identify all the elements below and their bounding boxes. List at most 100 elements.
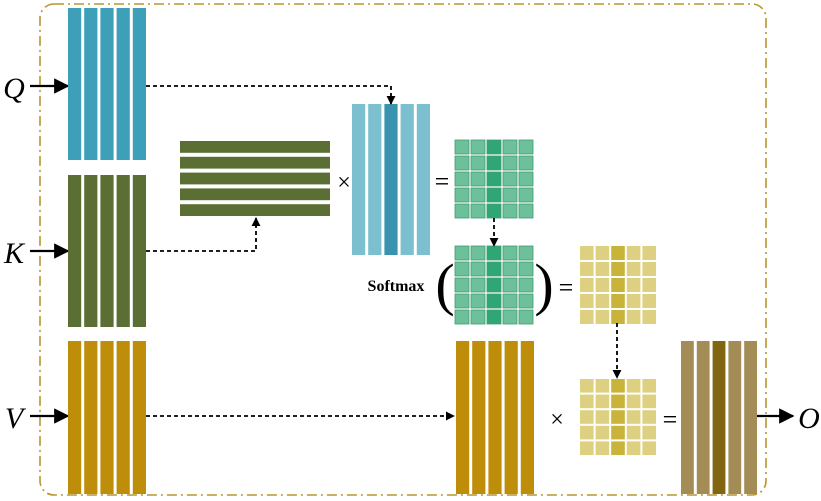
grid-cell xyxy=(642,310,656,324)
grid-cell xyxy=(518,277,534,293)
grid-cell xyxy=(454,245,470,261)
matrix-column xyxy=(68,341,82,494)
q-matrix xyxy=(68,8,146,160)
grid-cell xyxy=(502,293,518,309)
grid-cell xyxy=(642,379,656,393)
matrix-column xyxy=(132,8,146,160)
matrix-column xyxy=(68,175,82,327)
matrix-row xyxy=(180,172,330,185)
matrix-row xyxy=(180,204,330,216)
grid-cell xyxy=(580,441,594,455)
grid-cell xyxy=(518,309,534,325)
grid-cell xyxy=(595,394,610,409)
grid-cell xyxy=(454,293,470,309)
grid-cell xyxy=(611,294,625,308)
grid-cell xyxy=(518,187,534,203)
attention-weights-copy-grid xyxy=(580,379,656,455)
matrix-column xyxy=(696,341,710,494)
grid-cell xyxy=(626,410,641,424)
grid-cell xyxy=(502,139,518,155)
matrix-column xyxy=(712,341,726,494)
grid-cell xyxy=(595,246,610,260)
grid-cell xyxy=(486,155,502,171)
matrix-column xyxy=(116,175,130,327)
grid-cell xyxy=(580,294,594,308)
grid-cell xyxy=(470,139,486,155)
grid-cell xyxy=(470,171,486,187)
grid-cell xyxy=(580,310,594,324)
grid-cell xyxy=(502,277,518,293)
matrix-column xyxy=(728,341,742,494)
grid-cell xyxy=(611,410,625,424)
grid-cell xyxy=(626,425,641,440)
matrix-column xyxy=(100,341,114,494)
grid-cell xyxy=(486,261,502,277)
matrix-column xyxy=(472,341,486,494)
grid-cell xyxy=(454,277,470,293)
v-copy-matrix xyxy=(456,341,534,494)
grid-cell xyxy=(626,394,641,409)
grid-cell xyxy=(611,379,625,393)
grid-cell xyxy=(486,309,502,325)
grid-cell xyxy=(486,203,502,219)
times-operator-1: × xyxy=(337,170,351,196)
v-label: V xyxy=(5,402,27,435)
grid-cell xyxy=(642,441,656,455)
grid-cell xyxy=(611,425,625,440)
grid-cell xyxy=(642,410,656,424)
grid-cell xyxy=(518,171,534,187)
matrix-column xyxy=(456,341,470,494)
grid-cell xyxy=(454,171,470,187)
times-operator-2: × xyxy=(550,407,564,433)
matrix-row xyxy=(180,141,330,153)
grid-cell xyxy=(611,394,625,409)
matrix-column xyxy=(744,341,757,494)
grid-cell xyxy=(502,187,518,203)
grid-cell xyxy=(454,155,470,171)
softmax-close-paren: ) xyxy=(534,252,553,317)
grid-cell xyxy=(470,203,486,219)
grid-cell xyxy=(626,246,641,260)
grid-cell xyxy=(486,171,502,187)
grid-cell xyxy=(454,187,470,203)
attention-block-frame xyxy=(39,3,767,496)
matrix-column xyxy=(84,8,98,160)
grid-cell xyxy=(642,394,656,409)
matrix-column xyxy=(100,8,114,160)
grid-cell xyxy=(470,187,486,203)
matrix-row xyxy=(180,188,330,201)
grid-cell xyxy=(580,262,594,276)
grid-cell xyxy=(518,261,534,277)
grid-cell xyxy=(518,203,534,219)
grid-cell xyxy=(626,441,641,455)
grid-cell xyxy=(642,262,656,276)
o-label: O xyxy=(798,402,820,435)
grid-cell xyxy=(486,245,502,261)
grid-cell xyxy=(626,310,641,324)
matrix-column xyxy=(84,341,98,494)
grid-cell xyxy=(486,277,502,293)
attention-weights-grid xyxy=(580,246,656,324)
grid-cell xyxy=(470,309,486,325)
matrix-column xyxy=(504,341,518,494)
matrix-column xyxy=(132,175,146,327)
output-matrix xyxy=(681,341,757,494)
q-copy-matrix xyxy=(352,104,430,255)
grid-cell xyxy=(470,277,486,293)
grid-cell xyxy=(626,294,641,308)
grid-cell xyxy=(580,394,594,409)
grid-cell xyxy=(486,187,502,203)
grid-cell xyxy=(502,261,518,277)
grid-cell xyxy=(518,139,534,155)
matrix-column xyxy=(368,104,382,255)
grid-cell xyxy=(518,245,534,261)
matrix-column xyxy=(84,175,98,327)
grid-cell xyxy=(595,410,610,424)
matrix-column xyxy=(400,104,414,255)
softmax-open-paren: ( xyxy=(435,252,454,317)
k-label: K xyxy=(3,237,26,270)
grid-cell xyxy=(470,261,486,277)
grid-cell xyxy=(454,309,470,325)
grid-cell xyxy=(580,379,594,393)
